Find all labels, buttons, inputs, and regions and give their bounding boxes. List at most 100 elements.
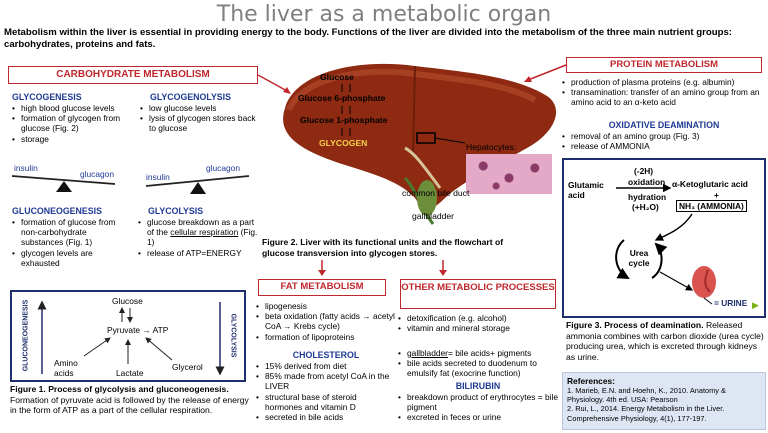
bilirubin-title: BILIRUBIN	[455, 381, 501, 391]
list-item: production of plasma proteins (e.g. albu…	[562, 77, 762, 87]
figure-2-caption-text: Figure 2. Liver with its functional unit…	[262, 237, 504, 258]
glycogenolysis-title: GLYCOGENOLYSIS	[150, 92, 231, 102]
list-item: transamination: transfer of an amino gro…	[562, 87, 762, 107]
intro-text: Metabolism within the liver is essential…	[4, 27, 732, 50]
list-item: release of ATP=ENERGY	[138, 248, 260, 258]
glycolysis-text: (Fig. 1)	[147, 227, 258, 248]
carb-connector	[257, 74, 291, 94]
list-item: breakdown product of erythrocytes = bile…	[398, 392, 560, 412]
liver-g1p: Glucose 1-phosphate	[300, 115, 388, 125]
gallbladder-text: = bile acids+ pigments	[447, 348, 532, 358]
list-item: release of AMMONIA	[562, 141, 762, 151]
fig3-plus: +	[714, 190, 719, 200]
carb-header: CARBOHYDRATE METABOLISM	[8, 66, 258, 84]
glycolysis-title: GLYCOLYSIS	[148, 206, 204, 216]
fat-header-label: FAT METABOLISM	[280, 281, 364, 292]
fig3-arrows	[615, 183, 716, 305]
protein-header: PROTEIN METABOLISM	[566, 57, 762, 73]
fig3-minus2h: (-2H)	[634, 166, 654, 176]
list-item: beta oxidation (fatty acids → acetyl CoA…	[256, 311, 396, 331]
protein-connector	[524, 64, 567, 82]
glucagon-label: glucagon	[80, 169, 114, 179]
gluconeogenesis-list: formation of glucose from non-carbohydra…	[12, 217, 130, 268]
fig2-down-arrows	[318, 260, 447, 276]
gluconeogenesis-title: GLUCONEOGENESIS	[12, 206, 102, 216]
balance-left: insulin glucagon	[8, 160, 118, 195]
fig3-keto: α-Ketoglutaric acid	[672, 179, 748, 189]
list-item: 15% derived from diet	[256, 361, 396, 371]
list-item: low glucose levels	[140, 103, 260, 113]
gallbladder-list: gallbladder= bile acids+ pigments bile a…	[398, 348, 560, 379]
fat-header: FAT METABOLISM	[258, 279, 386, 296]
liver-glucose: Glucose	[320, 72, 354, 82]
other-header: OTHER METABOLIC PROCESSES	[400, 279, 556, 309]
references-title: References:	[567, 376, 615, 386]
list-item: bile acids secreted to duodenum to emuls…	[398, 358, 560, 378]
list-item: vitamin and mineral storage	[398, 323, 558, 333]
fig3-hydration: hydration	[628, 192, 667, 202]
fig1-amino: Amino acids	[54, 358, 78, 378]
protein-header-label: PROTEIN METABOLISM	[609, 59, 719, 70]
list-item: detoxification (e.g. alcohol)	[398, 313, 558, 323]
glucagon-label: glucagon	[206, 163, 240, 173]
list-item: structural base of steroid hormones and …	[256, 392, 396, 412]
bilirubin-list: breakdown product of erythrocytes = bile…	[398, 392, 560, 423]
list-item: formation of lipoproteins	[256, 332, 396, 342]
reference-item: 1. Marieb, E.N. and Hoehn, K., 2010. Ana…	[567, 386, 726, 405]
balance-scale-icon	[145, 175, 250, 194]
references-box: References: 1. Marieb, E.N. and Hoehn, K…	[562, 372, 766, 430]
fig3-nh3: NH₃ (AMMONIA)	[676, 200, 747, 212]
fig1-glycolysis-axis: GLYCOLYSIS	[229, 313, 237, 358]
insulin-label: insulin	[14, 163, 38, 173]
figure-3-caption: Figure 3. Process of deamination. Releas…	[566, 320, 764, 362]
fat-list: lipogenesis beta oxidation (fatty acids …	[256, 301, 396, 342]
glycogenesis-title: GLYCOGENESIS	[12, 92, 82, 102]
list-item: removal of an amino group (Fig. 3)	[562, 131, 762, 141]
fig1-glycerol: Glycerol	[172, 362, 203, 372]
list-item: 85% made from acetyl CoA in the LIVER	[256, 371, 396, 391]
reference-item: 2. Rui, L., 2014. Energy Metabolism in t…	[567, 404, 725, 423]
carb-header-label: CARBOHYDRATE METABOLISM	[56, 69, 210, 80]
fig3-glutamic: Glutamic acid	[568, 180, 604, 200]
bile-duct-label: common bile duct	[402, 188, 470, 198]
list-item: lysis of glycogen stores back to glucose	[140, 113, 260, 133]
fig3-oxidation: oxidation	[628, 177, 666, 187]
balance-right: insulin glucagon	[142, 162, 257, 197]
figure-1-caption-title: Figure 1. Process of glycolysis and gluc…	[10, 384, 229, 394]
page-title: The liver as a metabolic organ	[216, 2, 552, 27]
figure-1-caption: Figure 1. Process of glycolysis and gluc…	[10, 384, 255, 416]
list-item: formation of glucose from non-carbohydra…	[12, 217, 130, 248]
figure-3-caption-text: Released ammonia combines with carbon di…	[566, 320, 764, 362]
list-item: secreted in bile acids	[256, 412, 396, 422]
cellular-respiration-link[interactable]: cellular respiration	[170, 227, 239, 238]
deamination-list: removal of an amino group (Fig. 3) relea…	[562, 131, 762, 152]
fig3-plus-h2o: (+H₂O)	[632, 202, 659, 212]
fig1-glucose: Glucose	[112, 296, 143, 306]
gallbladder-link[interactable]: gallbladder	[407, 348, 448, 358]
hepatocytes-image	[466, 154, 552, 194]
liver-flow-arrows	[341, 84, 351, 136]
list-item: high blood glucose levels	[12, 103, 142, 113]
glycolysis-text: glucose breakdown as a part of the	[147, 217, 255, 238]
insulin-label: insulin	[146, 172, 170, 182]
figure-2-caption: Figure 2. Liver with its functional unit…	[262, 237, 518, 258]
fig1-gluconeogenesis-axis: GLUCONEOGENESIS	[22, 299, 30, 372]
fig1-pyruvate: Pyruvate → ATP	[107, 325, 169, 335]
gallbladder-label: gallbladder	[412, 211, 455, 221]
list-item: lipogenesis	[256, 301, 396, 311]
list-item: glucose breakdown as a part of the cellu…	[138, 217, 260, 248]
deamination-title: OXIDATIVE DEAMINATION	[608, 120, 720, 130]
fig3-urea: Urea cycle	[628, 248, 650, 268]
fig1-lactate: Lactate	[116, 368, 144, 378]
list-item: storage	[12, 134, 142, 144]
other-list: detoxification (e.g. alcohol) vitamin an…	[398, 313, 558, 334]
protein-list: production of plasma proteins (e.g. albu…	[562, 77, 762, 108]
fig1-arrows	[37, 300, 225, 376]
balance-scale-icon	[11, 175, 116, 192]
liver-glycogen: GLYCOGEN	[319, 138, 368, 148]
slide-indicator-icon[interactable]: ▶	[752, 300, 759, 310]
figure-3: Glutamic acid (-2H) oxidation hydration …	[562, 158, 766, 318]
list-item: formation of glycogen from glucose (Fig.…	[12, 113, 142, 133]
fig3-urine: = URINE	[714, 298, 748, 308]
list-item: excreted in feces or urine	[398, 412, 560, 422]
